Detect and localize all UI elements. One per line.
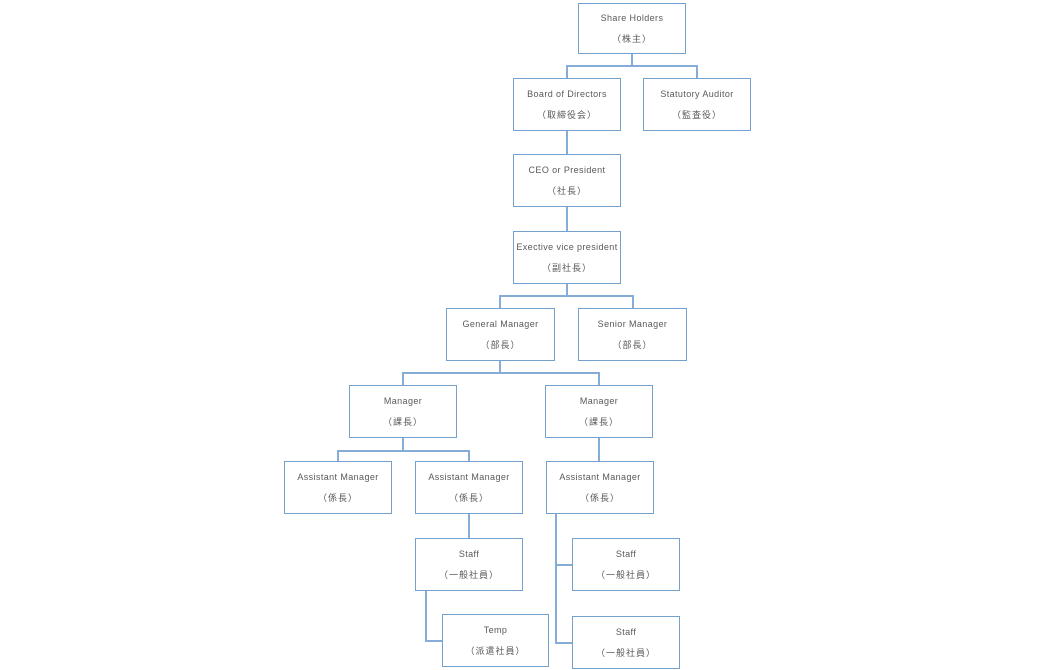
- org-node-executive-vice-president[interactable]: Exective vice president （副社長）: [513, 231, 621, 284]
- node-title: Temp: [483, 624, 508, 635]
- node-subtitle: （株主）: [611, 33, 652, 44]
- org-node-general-manager[interactable]: General Manager （部長）: [446, 308, 555, 361]
- node-title: CEO or President: [528, 164, 606, 175]
- node-subtitle: （一般社員）: [595, 569, 656, 580]
- org-node-statutory-auditor[interactable]: Statutory Auditor （監査役）: [643, 78, 751, 131]
- connector-line: [402, 372, 600, 386]
- org-node-assistant-manager-2[interactable]: Assistant Manager （係長）: [415, 461, 523, 514]
- node-subtitle: （社長）: [546, 185, 587, 196]
- org-node-staff-2[interactable]: Staff （一般社員）: [572, 538, 680, 591]
- node-subtitle: （副社長）: [541, 262, 592, 273]
- org-node-share-holders[interactable]: Share Holders （株主）: [578, 3, 686, 54]
- node-subtitle: （課長）: [382, 416, 423, 427]
- node-title: Manager: [383, 395, 423, 406]
- org-node-manager-left[interactable]: Manager （課長）: [349, 385, 457, 438]
- node-subtitle: （一般社員）: [595, 647, 656, 658]
- node-title: Senior Manager: [597, 318, 668, 329]
- node-title: Share Holders: [600, 12, 664, 23]
- node-subtitle: （取締役会）: [536, 109, 597, 120]
- connector-line: [555, 513, 573, 644]
- org-node-assistant-manager-3[interactable]: Assistant Manager （係長）: [546, 461, 654, 514]
- node-title: Staff: [458, 548, 480, 559]
- org-node-board-of-directors[interactable]: Board of Directors （取締役会）: [513, 78, 621, 131]
- node-subtitle: （一般社員）: [438, 569, 499, 580]
- org-node-assistant-manager-1[interactable]: Assistant Manager （係長）: [284, 461, 392, 514]
- org-node-staff-3[interactable]: Staff （一般社員）: [572, 616, 680, 669]
- node-title: Exective vice president: [516, 241, 618, 252]
- org-node-manager-right[interactable]: Manager （課長）: [545, 385, 653, 438]
- node-title: General Manager: [462, 318, 539, 329]
- connector-line: [425, 590, 443, 642]
- node-title: Staff: [615, 548, 637, 559]
- org-node-staff-1[interactable]: Staff （一般社員）: [415, 538, 523, 591]
- node-subtitle: （係長）: [448, 492, 489, 503]
- node-title: Assistant Manager: [559, 471, 641, 482]
- org-node-temp[interactable]: Temp （派遣社員）: [442, 614, 549, 667]
- node-title: Staff: [615, 626, 637, 637]
- org-node-senior-manager[interactable]: Senior Manager （部長）: [578, 308, 687, 361]
- connector-line: [337, 450, 470, 462]
- node-title: Board of Directors: [527, 88, 607, 99]
- node-title: Manager: [579, 395, 619, 406]
- node-subtitle: （係長）: [317, 492, 358, 503]
- org-node-ceo-or-president[interactable]: CEO or President （社長）: [513, 154, 621, 207]
- node-title: Assistant Manager: [297, 471, 379, 482]
- node-subtitle: （部長）: [480, 339, 521, 350]
- node-subtitle: （部長）: [612, 339, 653, 350]
- node-subtitle: （係長）: [579, 492, 620, 503]
- node-subtitle: （課長）: [578, 416, 619, 427]
- node-subtitle: （派遣社員）: [465, 645, 526, 656]
- node-title: Statutory Auditor: [660, 88, 734, 99]
- connector-line: [499, 295, 634, 309]
- node-subtitle: （監査役）: [671, 109, 722, 120]
- node-title: Assistant Manager: [428, 471, 510, 482]
- connector-line: [566, 65, 698, 79]
